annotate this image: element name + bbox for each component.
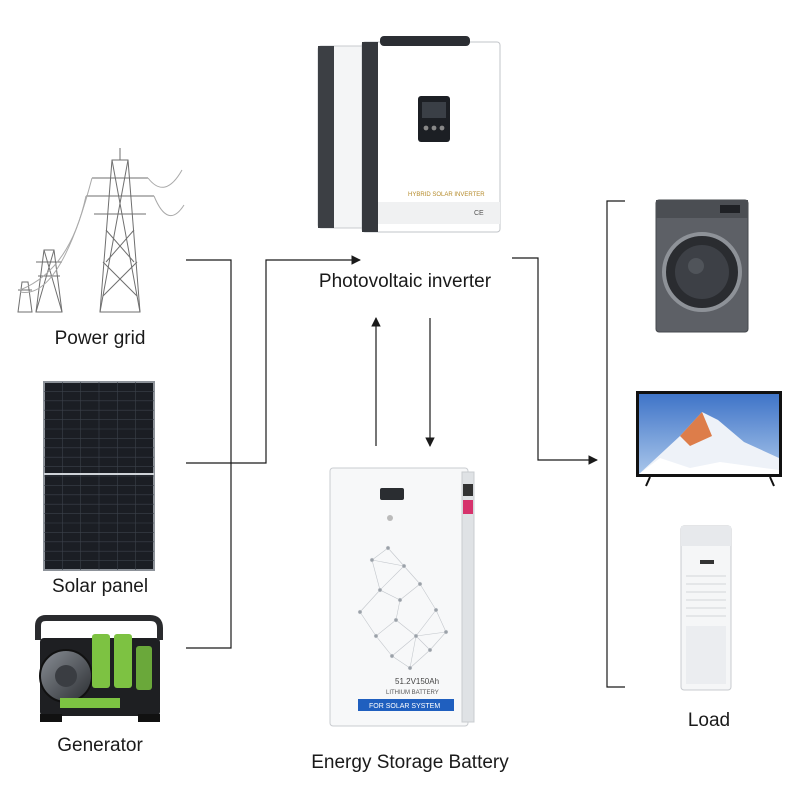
generator-icon xyxy=(35,615,163,722)
load-label: Load xyxy=(687,710,731,731)
inverter-marks: CE xyxy=(474,210,484,217)
battery-band-text: FOR SOLAR SYSTEM xyxy=(369,703,440,710)
battery-type-text: LITHIUM BATTERY xyxy=(386,690,439,696)
solar-panel-icon xyxy=(43,381,155,571)
television-icon xyxy=(636,391,782,487)
inverter-device-text: HYBRID SOLAR INVERTER xyxy=(408,192,485,198)
generator-label: Generator xyxy=(57,735,143,756)
washing-machine-icon xyxy=(655,199,749,333)
inverter-to-load-connector xyxy=(512,257,598,465)
hybrid-inverter-icon: HYBRID SOLAR INVERTER CE xyxy=(317,36,501,233)
power-grid-label: Power grid xyxy=(54,328,146,349)
battery-spec: 51.2V150Ah xyxy=(395,677,439,686)
air-conditioner-icon xyxy=(680,525,732,691)
energy-storage-battery-icon: 51.2V150Ah LITHIUM BATTERY FOR SOLAR SYS… xyxy=(329,467,475,727)
solar-to-inverter-connector xyxy=(186,255,361,464)
solar-panel-label: Solar panel xyxy=(51,576,149,597)
power-grid-connector xyxy=(186,259,232,649)
load-bracket xyxy=(606,200,625,688)
connectors xyxy=(186,200,625,688)
battery-label: Energy Storage Battery xyxy=(311,752,509,773)
inverter-label: Photovoltaic inverter xyxy=(318,271,492,292)
power-grid-tower-icon xyxy=(17,148,185,313)
